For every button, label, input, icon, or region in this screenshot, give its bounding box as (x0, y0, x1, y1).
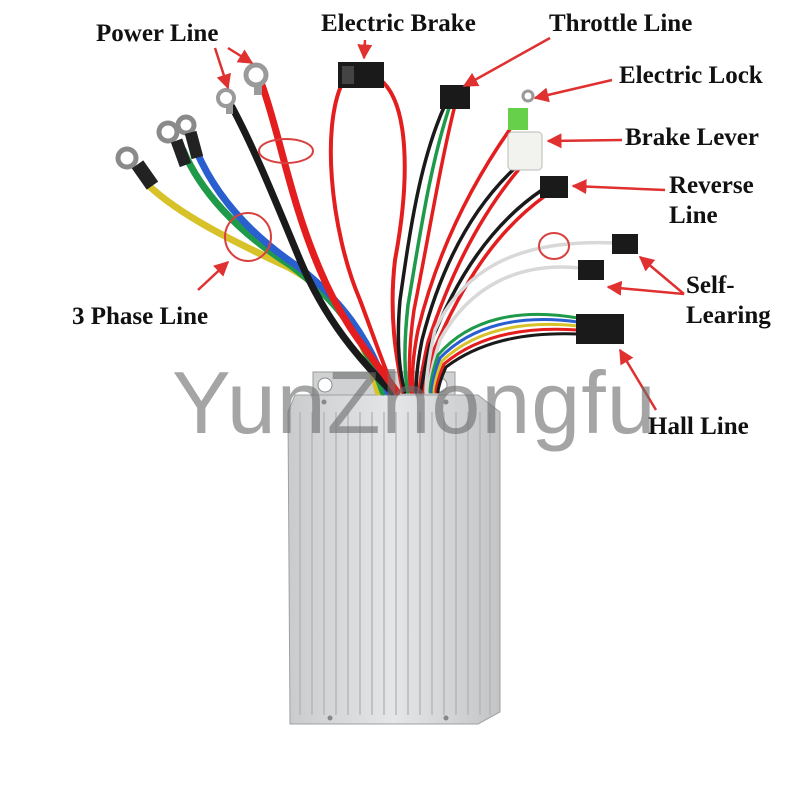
highlight-circles (224, 138, 570, 262)
label-throttle-line: Throttle Line (549, 10, 693, 37)
ring-terminal-phase-3 (175, 114, 204, 160)
label-reverse-line-1: Reverse (669, 172, 754, 199)
label-self-learing-2: Learing (686, 302, 771, 329)
self-learing-connector-2 (578, 260, 604, 280)
self-learing-connector-1 (612, 234, 638, 254)
label-reverse-line-2: Line (669, 202, 718, 229)
electric-lock-connector (508, 108, 528, 130)
throttle-connector (440, 85, 470, 109)
label-electric-brake: Electric Brake (321, 10, 476, 37)
pointer-arrows (197, 36, 685, 411)
watermark-text: YunZhongfu (172, 353, 657, 452)
label-3-phase-line: 3 Phase Line (72, 303, 209, 330)
hall-connector (576, 314, 624, 344)
ring-terminal-phase-1 (115, 146, 159, 190)
label-self-learing-1: Self- (686, 272, 735, 299)
wires (144, 76, 617, 396)
controller-body (287, 371, 501, 725)
label-hall-line: Hall Line (648, 413, 749, 440)
label-power-line: Power Line (96, 20, 219, 47)
ring-terminal-power-1 (243, 62, 269, 95)
ring-terminal-phase-2 (156, 120, 192, 168)
reverse-connector (540, 176, 568, 198)
label-brake-lever: Brake Lever (625, 124, 759, 151)
brake-lever-connector (507, 131, 543, 171)
ring-terminal-power-2 (216, 88, 236, 114)
connectors (115, 62, 638, 344)
label-electric-lock: Electric Lock (619, 62, 763, 89)
